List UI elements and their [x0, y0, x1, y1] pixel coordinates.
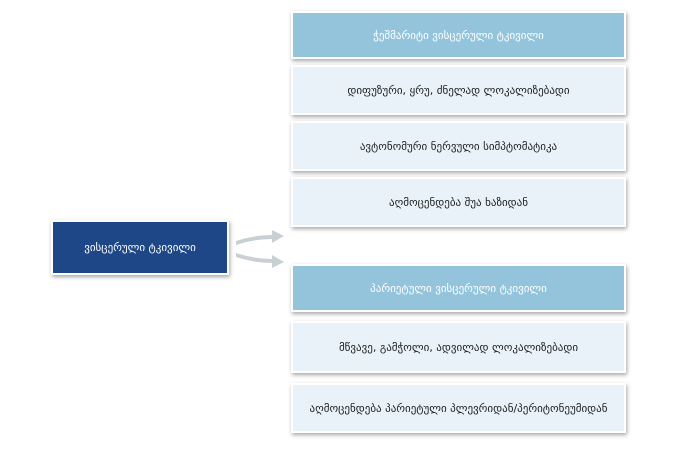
branch-arrows: [236, 230, 284, 268]
list-item: მწვავე, გამჭოლი, ადვილად ლოკალიზებადი: [291, 321, 626, 373]
list-item-label: დიფუზური, ყრუ, ძნელად ლოკალიზებადი: [347, 83, 570, 97]
list-item-label: ავტონომური ნერვული სიმპტომატიკა: [359, 139, 558, 153]
list-item: ავტონომური ნერვული სიმპტომატიკა: [291, 121, 626, 171]
list-item: აღმოცენდება პარიეტული პლევრიდან/პერიტონე…: [291, 383, 626, 433]
lower-arrow: [236, 253, 284, 268]
group-header-label: პარიეტული ვისცერული ტკივილი: [370, 281, 547, 295]
list-item-label: მწვავე, გამჭოლი, ადვილად ლოკალიზებადი: [338, 340, 579, 354]
upper-arrow: [236, 230, 284, 245]
list-item: დიფუზური, ყრუ, ძნელად ლოკალიზებადი: [291, 65, 626, 115]
list-item-label: აღმოცენდება პარიეტული პლევრიდან/პერიტონე…: [309, 401, 608, 415]
list-item-label: აღმოცენდება შუა ხაზიდან: [389, 195, 528, 209]
root-node-visceral-pain: ვისცერული ტკივილი: [51, 220, 229, 275]
list-item: აღმოცენდება შუა ხაზიდან: [291, 177, 626, 227]
root-node-label: ვისცერული ტკივილი: [84, 241, 196, 254]
group-header-parietal-visceral: პარიეტული ვისცერული ტკივილი: [291, 264, 626, 312]
group-header-label: ჭეშმარიტი ვისცერული ტკივილი: [373, 28, 544, 42]
group-header-true-visceral: ჭეშმარიტი ვისცერული ტკივილი: [291, 11, 626, 59]
